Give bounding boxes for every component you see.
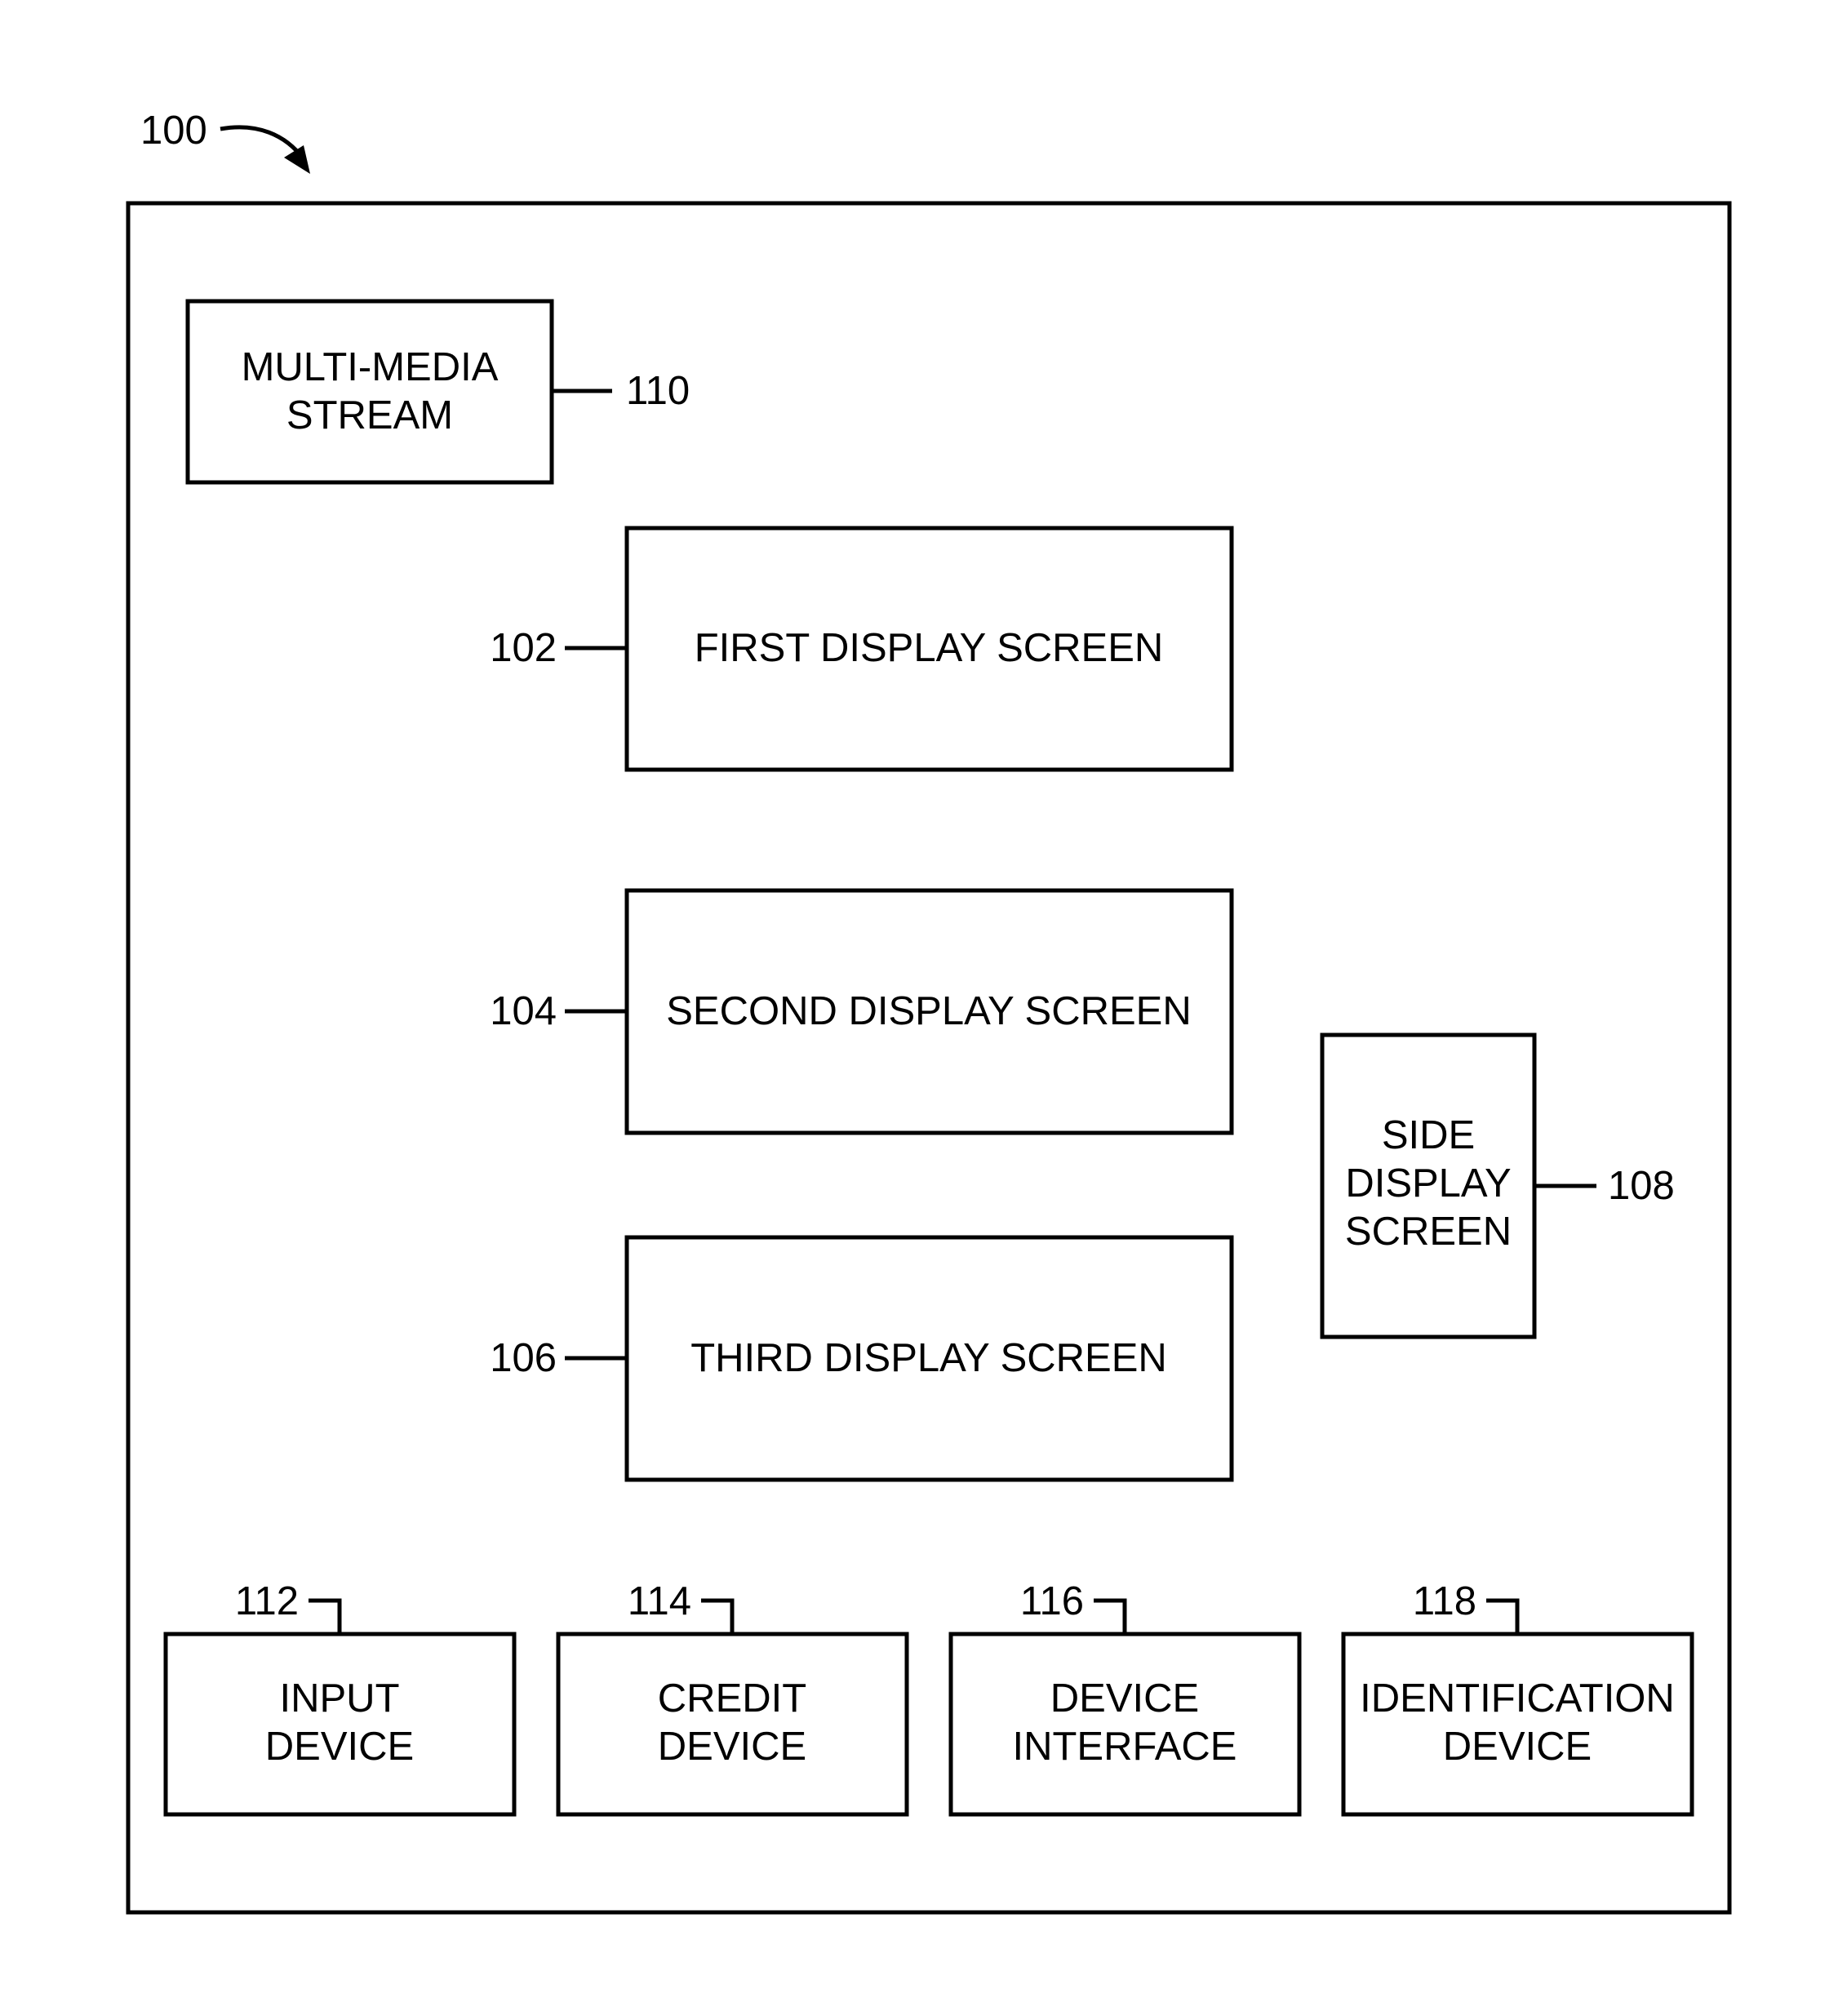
credit-device-label-1: CREDIT xyxy=(658,1676,806,1721)
second-display-ref: 104 xyxy=(490,989,557,1033)
credit-device-label-2: DEVICE xyxy=(658,1725,806,1769)
third-display-label: THIRD DISPLAY SCREEN xyxy=(690,1336,1167,1380)
side-display-label-3: SCREEN xyxy=(1345,1210,1512,1254)
third-display-ref: 106 xyxy=(490,1336,557,1380)
multimedia-stream-label-1: MULTI-MEDIA xyxy=(242,345,499,389)
second-display-label: SECOND DISPLAY SCREEN xyxy=(666,989,1192,1033)
input-device-label-2: DEVICE xyxy=(265,1725,414,1769)
multimedia-stream-label-2: STREAM xyxy=(286,393,453,437)
first-display-label: FIRST DISPLAY SCREEN xyxy=(695,626,1164,670)
first-display-ref: 102 xyxy=(490,626,557,670)
figure-ref-label: 100 xyxy=(140,109,207,153)
side-display-label-2: DISPLAY xyxy=(1345,1161,1511,1206)
side-display-label-1: SIDE xyxy=(1382,1113,1475,1157)
figure-reference: 100 xyxy=(140,109,310,174)
input-device-ref: 112 xyxy=(235,1579,299,1623)
identification-device-label-1: IDENTIFICATION xyxy=(1360,1676,1675,1721)
input-device-label-1: INPUT xyxy=(280,1676,400,1721)
device-interface-label-1: DEVICE xyxy=(1050,1676,1199,1721)
identification-device-ref: 118 xyxy=(1413,1579,1476,1623)
multimedia-stream-box xyxy=(188,301,552,482)
multimedia-stream-ref: 110 xyxy=(626,369,690,413)
figure-ref-arrowhead xyxy=(284,145,310,174)
identification-device-label-2: DEVICE xyxy=(1443,1725,1592,1769)
side-display-ref: 108 xyxy=(1608,1164,1675,1208)
credit-device-ref: 114 xyxy=(628,1579,691,1623)
device-interface-label-2: INTERFACE xyxy=(1013,1725,1237,1769)
device-interface-ref: 116 xyxy=(1020,1579,1084,1623)
